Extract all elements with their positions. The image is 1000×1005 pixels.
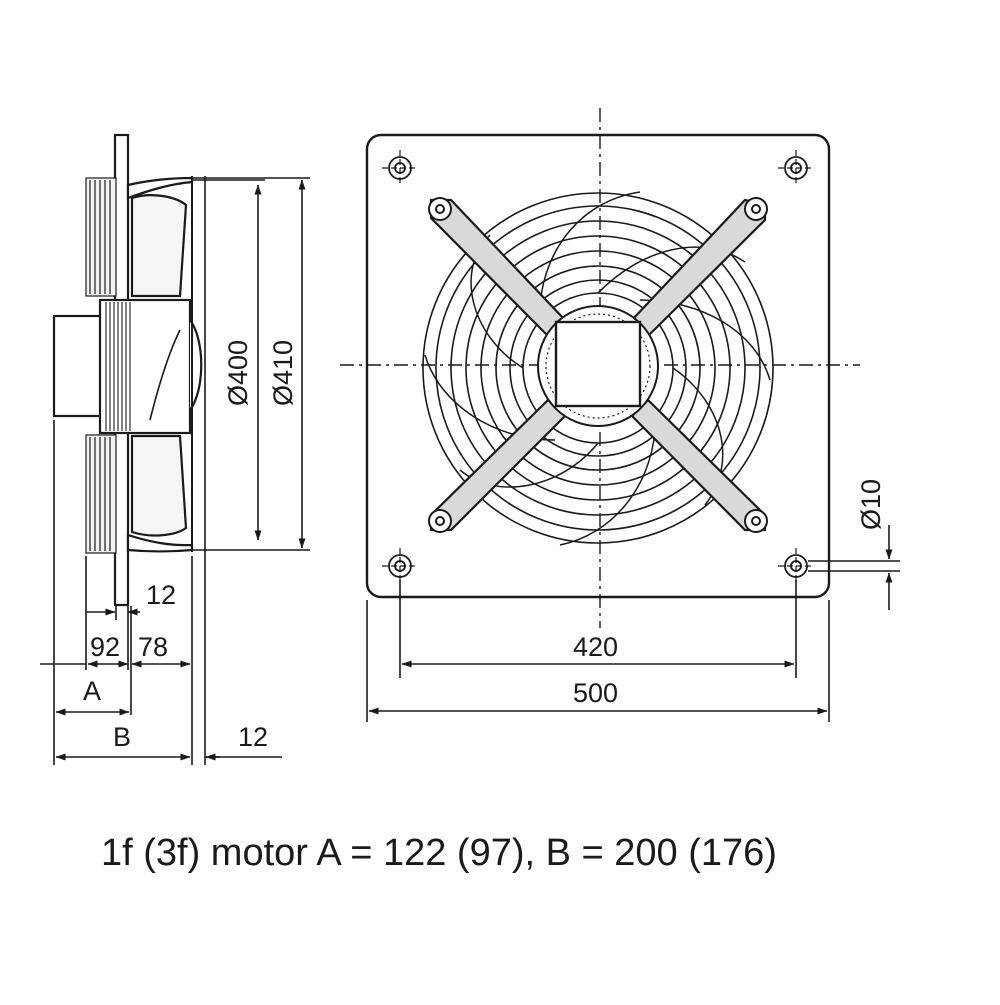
dia-hole-label: Ø10 — [856, 479, 886, 530]
side-rear-grille — [85, 177, 117, 554]
side-rotor-ribs — [105, 302, 131, 431]
label-b: B — [113, 722, 131, 752]
dim-78-label: 78 — [138, 632, 168, 662]
side-blade-bottom — [130, 434, 188, 537]
front-arm-mount-holes — [428, 197, 768, 533]
side-blade-center — [149, 329, 181, 421]
side-shroud-bottom — [126, 533, 194, 553]
side-motor-housing — [52, 314, 104, 418]
side-dimensions — [40, 176, 310, 765]
dim-92-label: 92 — [90, 632, 120, 662]
dim-hole-spacing-label: 420 — [573, 632, 618, 662]
dim-flange-label: 12 — [146, 580, 176, 610]
side-motor-rotor — [98, 298, 192, 435]
dim-rear-label: 12 — [238, 722, 268, 752]
dim-plate-width-label: 500 — [573, 678, 618, 708]
side-view — [52, 133, 203, 607]
motor-caption-text: 1f (3f) motor A = 122 (97), B = 200 (176… — [101, 832, 777, 874]
label-a: A — [83, 676, 101, 706]
dia-outer-label: Ø410 — [268, 340, 298, 406]
dia-inner-label: Ø400 — [223, 340, 253, 406]
front-view — [340, 108, 860, 628]
side-blade-top — [130, 194, 188, 298]
front-motor-terminal-box — [554, 320, 642, 408]
front-dimensions — [366, 525, 900, 722]
